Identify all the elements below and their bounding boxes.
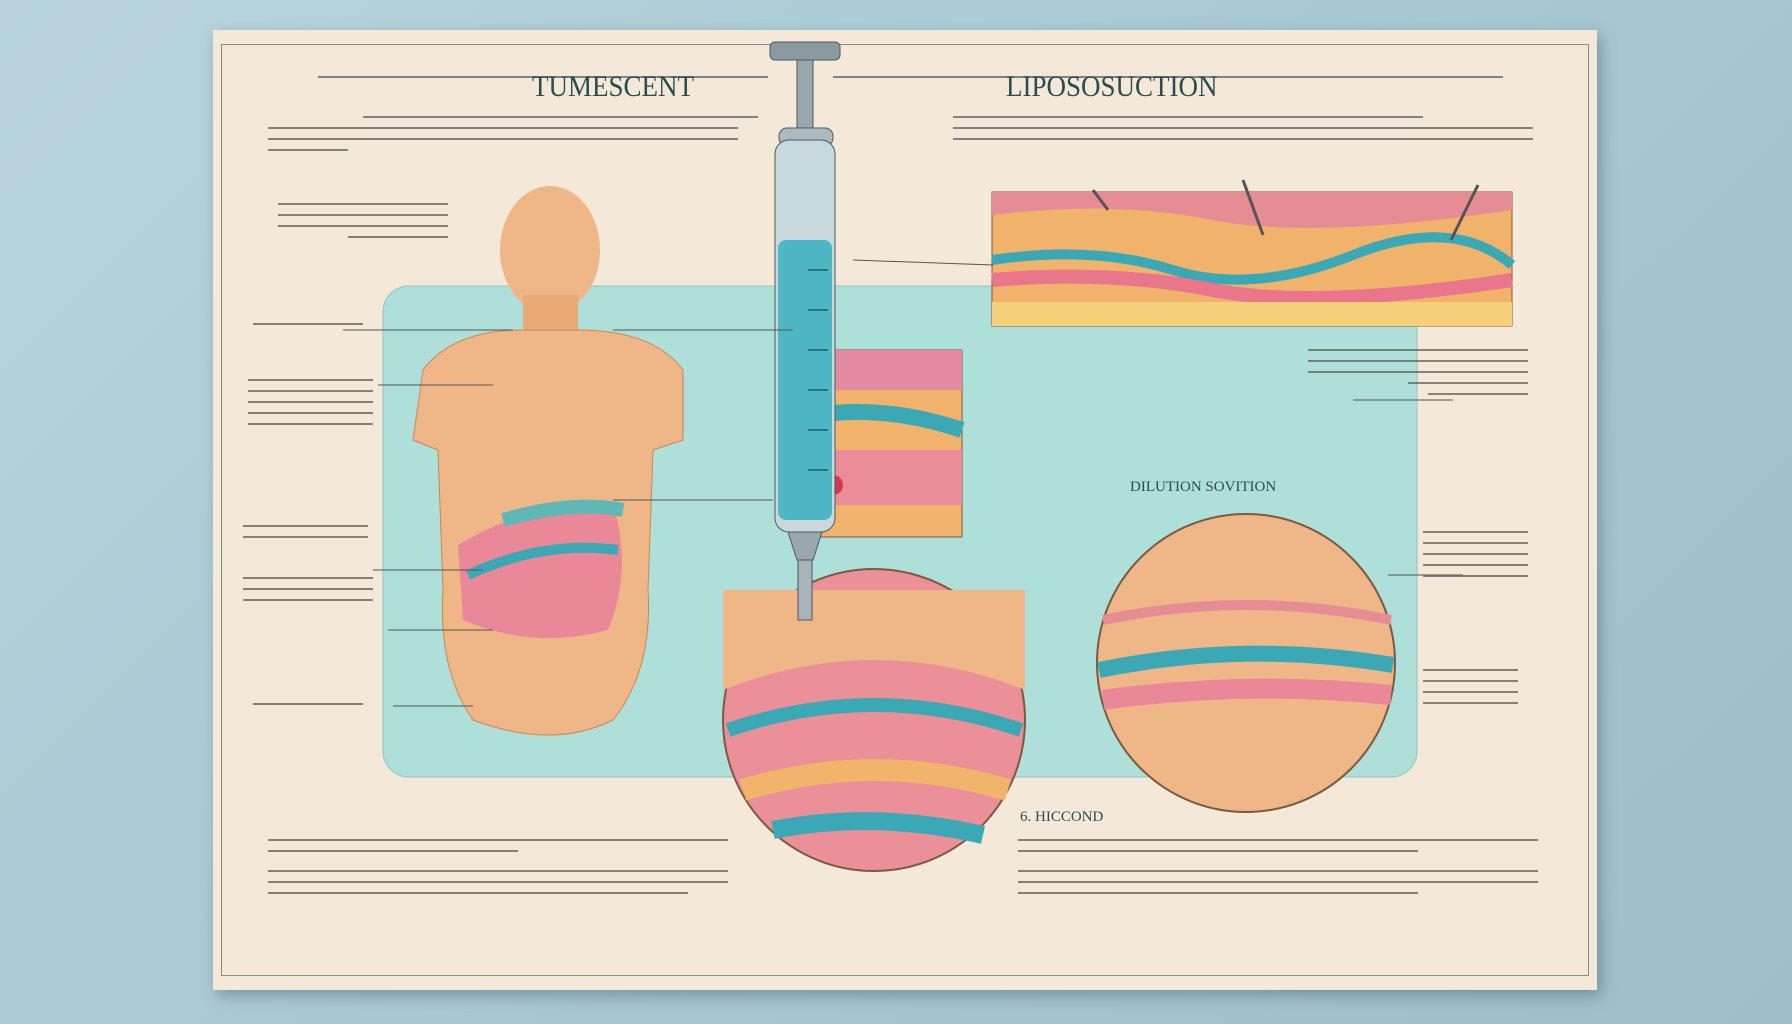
footer-text-left	[268, 830, 728, 903]
title-tumescent: TUMESCENT	[532, 70, 694, 103]
annotation	[243, 516, 368, 547]
annotation	[248, 370, 373, 434]
annotation	[253, 314, 363, 334]
annotation	[1308, 340, 1528, 404]
annotation	[253, 694, 363, 714]
annotation	[1423, 660, 1518, 713]
poster-border	[221, 44, 1589, 976]
leader-lines	[343, 259, 1463, 707]
footer-text-right	[1018, 830, 1538, 903]
label-dilution-solution: DILUTION SOVITION	[1130, 479, 1277, 495]
magnified-circle-right	[1096, 513, 1396, 813]
divider	[953, 116, 1423, 118]
human-torso	[412, 186, 684, 736]
medical-poster: TUMESCENT LIPOSOSUCTION DILUTION SOVITIO…	[213, 30, 1597, 990]
skin-cross-section-strip	[991, 179, 1516, 327]
intro-text-right	[953, 118, 1533, 149]
divider	[363, 116, 758, 118]
title-liposuction: LIPOSOSUCTION	[1006, 70, 1218, 103]
annotation	[1423, 522, 1528, 586]
annotation	[278, 194, 448, 247]
divider	[833, 76, 1503, 78]
magnified-circle-left	[722, 568, 1026, 872]
annotation	[243, 568, 373, 610]
syringe	[769, 41, 841, 621]
illustration	[343, 41, 1516, 872]
intro-text-left	[268, 118, 738, 160]
label-section-6: 6. HICCOND	[1020, 809, 1104, 825]
divider	[318, 76, 768, 78]
